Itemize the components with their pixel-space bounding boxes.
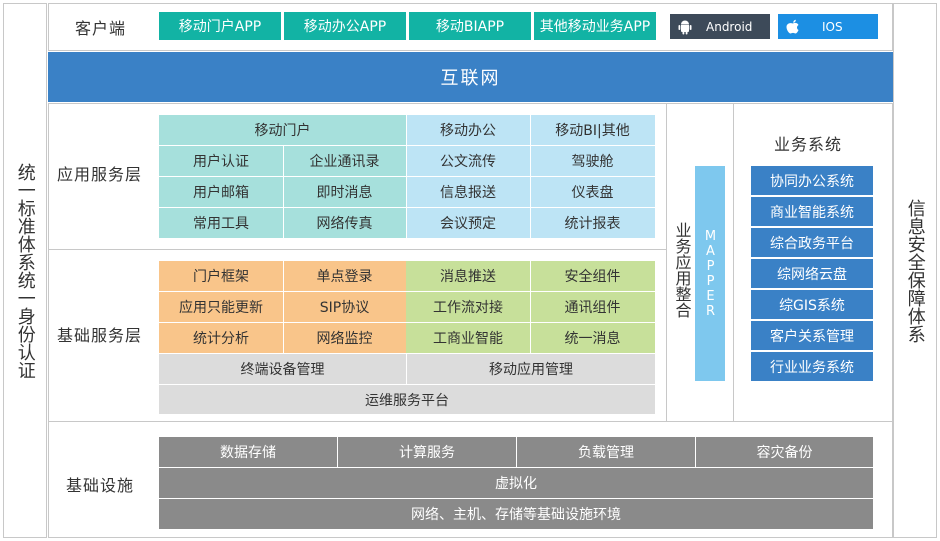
integration-label: 业务应用整合 xyxy=(670,210,694,330)
grid-line xyxy=(283,261,284,353)
base-cell: 统一消息 xyxy=(530,323,655,353)
app-cell: 会议预定 xyxy=(406,208,530,238)
infra-label: 基础设施 xyxy=(66,476,135,495)
business-item[interactable]: 客户关系管理 xyxy=(751,321,873,350)
android-icon xyxy=(678,20,692,34)
internet-bar: 互联网 xyxy=(48,52,893,102)
app-cell: 统计报表 xyxy=(530,208,655,238)
android-label: Android xyxy=(706,19,753,34)
business-title: 业务系统 xyxy=(774,135,843,154)
grid-line xyxy=(159,384,655,385)
app-cell: 网络传真 xyxy=(283,208,406,238)
virtualization-bar: 虚拟化 xyxy=(159,468,873,498)
vertical-text: 业务应用整合 xyxy=(672,222,692,318)
app-button-office[interactable]: 移动办公APP xyxy=(284,12,406,40)
app-button-bi[interactable]: 移动BIAPP xyxy=(409,12,531,40)
grid-line xyxy=(283,146,284,238)
app-header-portal: 移动门户 xyxy=(159,115,406,145)
app-cell: 仪表盘 xyxy=(530,177,655,207)
base-cell: 消息推送 xyxy=(406,261,530,291)
app-header-office: 移动办公 xyxy=(406,115,530,145)
business-item[interactable]: 商业智能系统 xyxy=(751,197,873,226)
grid-line xyxy=(159,176,655,177)
grid-line xyxy=(159,353,655,354)
base-cell: SIP协议 xyxy=(283,292,406,322)
client-label: 客户端 xyxy=(75,19,127,38)
left-side-panel xyxy=(3,3,47,538)
left-side-label: 统一标准体系统一身份认证 xyxy=(3,3,47,538)
terminal-device-management: 终端设备管理 xyxy=(159,354,406,384)
vertical-text: MAPPER xyxy=(703,228,718,319)
app-cell: 用户邮箱 xyxy=(159,177,283,207)
android-button[interactable]: Android xyxy=(670,14,770,39)
app-cell: 公文流传 xyxy=(406,146,530,176)
app-cell: 信息报送 xyxy=(406,177,530,207)
right-side-panel xyxy=(893,3,937,538)
base-cell: 工作流对接 xyxy=(406,292,530,322)
infra-service: 数据存储 xyxy=(159,437,337,467)
app-cell: 驾驶舱 xyxy=(530,146,655,176)
app-header-bi: 移动BI|其他 xyxy=(530,115,655,145)
business-item[interactable]: 综合政务平台 xyxy=(751,228,873,257)
apple-icon xyxy=(786,19,799,33)
vertical-text: 统一标准体系统一身份认证 xyxy=(14,162,36,379)
base-cell: 通讯组件 xyxy=(530,292,655,322)
grid-line xyxy=(159,291,655,292)
app-button-other[interactable]: 其他移动业务APP xyxy=(534,12,656,40)
base-layer-label: 基础服务层 xyxy=(57,326,143,345)
infra-service: 负载管理 xyxy=(517,437,695,467)
ios-button[interactable]: IOS xyxy=(778,14,878,39)
business-item[interactable]: 协同办公系统 xyxy=(751,166,873,195)
mapper-label: MAPPER xyxy=(695,166,725,381)
base-cell: 安全组件 xyxy=(530,261,655,291)
grid-line xyxy=(530,115,531,238)
mapper-bar xyxy=(695,166,725,381)
right-side-label: 信息安全保障体系 xyxy=(893,3,937,538)
grid-line xyxy=(530,261,531,353)
business-item[interactable]: 综网络云盘 xyxy=(751,259,873,288)
app-cell: 企业通讯录 xyxy=(283,146,406,176)
grid-line xyxy=(159,207,655,208)
ops-service-platform: 运维服务平台 xyxy=(159,385,655,414)
business-item[interactable]: 综GIS系统 xyxy=(751,290,873,319)
base-cell: 网络监控 xyxy=(283,323,406,353)
infra-service: 计算服务 xyxy=(338,437,516,467)
base-cell: 门户框架 xyxy=(159,261,283,291)
grid-line xyxy=(406,115,407,238)
app-cell: 用户认证 xyxy=(159,146,283,176)
ios-label: IOS xyxy=(822,19,843,34)
infra-service: 容灾备份 xyxy=(696,437,873,467)
base-cell: 应用只能更新 xyxy=(159,292,283,322)
app-layer-label: 应用服务层 xyxy=(57,165,143,184)
grid-line xyxy=(159,145,655,146)
base-cell: 统计分析 xyxy=(159,323,283,353)
mobile-app-management: 移动应用管理 xyxy=(407,354,655,384)
base-cell: 单点登录 xyxy=(283,261,406,291)
business-item[interactable]: 行业业务系统 xyxy=(751,352,873,381)
grid-line xyxy=(159,322,655,323)
app-cell: 即时消息 xyxy=(283,177,406,207)
base-cell: 工商业智能 xyxy=(406,323,530,353)
infra-environment-bar: 网络、主机、存储等基础设施环境 xyxy=(159,499,873,529)
app-button-portal[interactable]: 移动门户APP xyxy=(159,12,281,40)
vertical-text: 信息安全保障体系 xyxy=(904,198,926,343)
app-cell: 常用工具 xyxy=(159,208,283,238)
